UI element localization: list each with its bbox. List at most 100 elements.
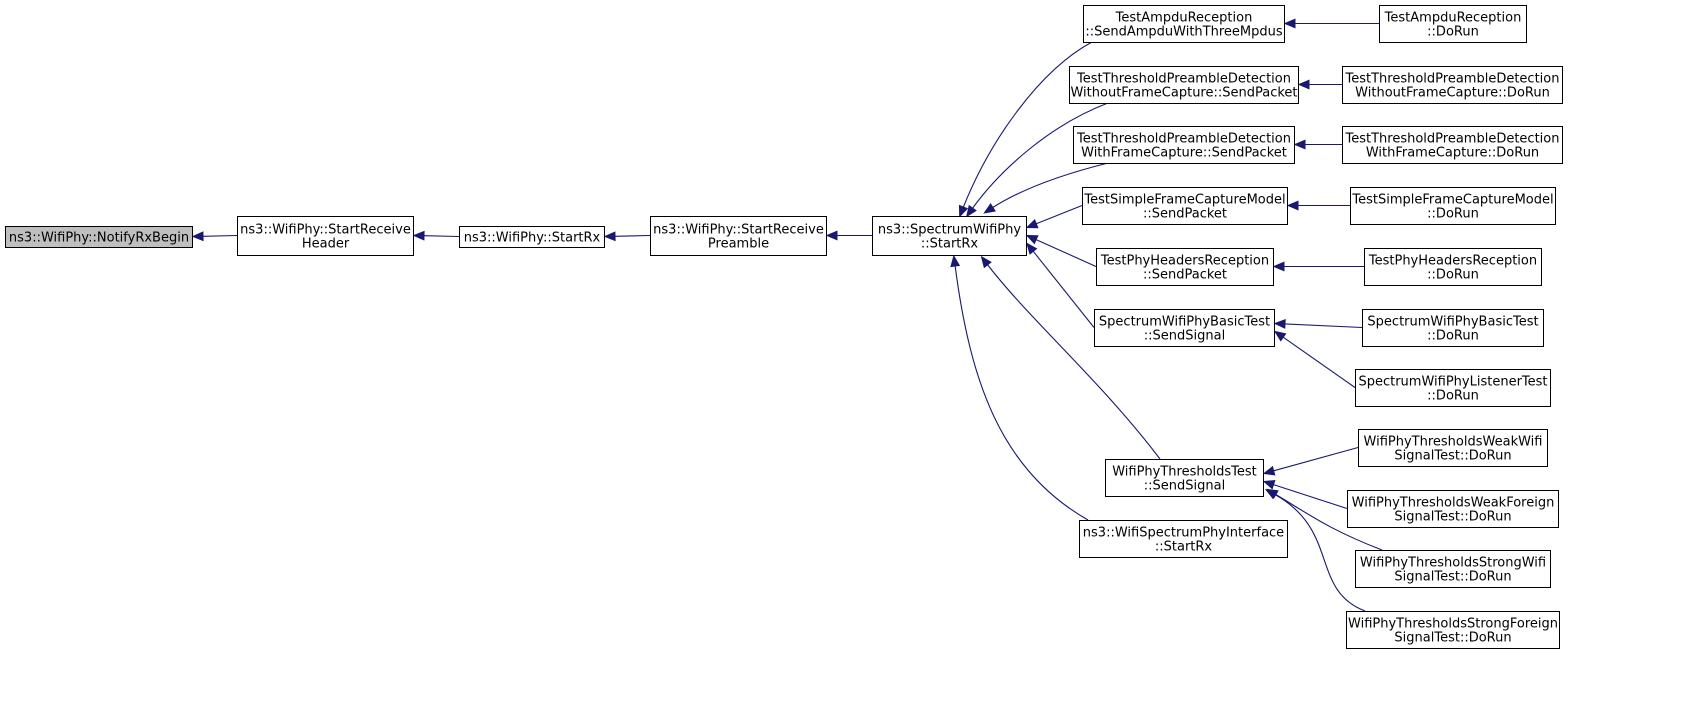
edge-line	[423, 235, 460, 238]
graph-node[interactable]: TestThresholdPreambleDetectionWithFrameC…	[1073, 126, 1295, 164]
node-box	[1342, 126, 1563, 164]
node-label-line: ::StartRx	[921, 237, 979, 252]
graph-node[interactable]: TestThresholdPreambleDetectionWithoutFra…	[1342, 66, 1563, 104]
graph-node[interactable]: TestSimpleFrameCaptureModel::SendPacket	[1082, 187, 1288, 225]
node-label-line: ::DoRun	[1427, 389, 1479, 404]
graph-node[interactable]: ns3::WifiSpectrumPhyInterface::StartRx	[1079, 520, 1288, 558]
graph-node[interactable]: TestPhyHeadersReception::DoRun	[1364, 248, 1542, 286]
graph-node[interactable]: SpectrumWifiPhyBasicTest::SendSignal	[1094, 309, 1275, 347]
node-label-line: ::SendSignal	[1144, 329, 1225, 344]
edge-line	[1273, 493, 1366, 612]
node-label-line: WithFrameCapture::SendPacket	[1081, 146, 1287, 161]
arrowhead-icon	[191, 231, 204, 242]
edge-line	[991, 162, 1109, 209]
edge-n11-to-n4	[980, 255, 1161, 460]
arrowhead-icon	[1026, 242, 1038, 255]
arrowhead-icon	[983, 203, 996, 214]
arrowhead-icon	[980, 255, 992, 269]
node-label-line: ::DoRun	[1427, 268, 1479, 283]
node-label-line: SignalTest::DoRun	[1394, 449, 1511, 464]
graph-node[interactable]: TestThresholdPreambleDetectionWithoutFra…	[1069, 66, 1299, 104]
edge-line	[1284, 323, 1363, 329]
edge-n18-to-n10	[1273, 319, 1363, 329]
edge-n8-to-n4	[1025, 204, 1083, 229]
graph-node[interactable]: WifiPhyThresholdsWeakForeignSignalTest::…	[1347, 490, 1559, 528]
arrowhead-icon	[603, 231, 616, 242]
edge-n5-to-n4	[958, 41, 1093, 218]
edge-n6-to-n4	[965, 102, 1109, 218]
arrowhead-icon	[958, 204, 969, 218]
edge-n13-to-n5	[1283, 18, 1379, 29]
edge-n9-to-n4	[1025, 234, 1097, 268]
root-node[interactable]: ns3::WifiPhy::NotifyRxBegin	[5, 226, 193, 248]
arrowhead-icon	[1293, 139, 1306, 150]
node-label-line: WifiPhyThresholdsWeakWifi	[1364, 435, 1543, 450]
arrowhead-icon	[950, 254, 961, 268]
node-label-line: WifiPhyThresholdsStrongForeign	[1348, 617, 1558, 632]
node-label-line: ns3::WifiSpectrumPhyInterface	[1083, 526, 1284, 541]
graph-node[interactable]: TestSimpleFrameCaptureModel::DoRun	[1350, 187, 1556, 225]
node-label-line: ::DoRun	[1427, 207, 1479, 222]
node-label-line: TestThresholdPreambleDetection	[1076, 132, 1291, 147]
node-label-line: SignalTest::DoRun	[1394, 631, 1511, 646]
arrowhead-icon	[1286, 200, 1299, 211]
node-label-line: SpectrumWifiPhyBasicTest	[1099, 315, 1270, 330]
edge-n14-to-n6	[1297, 79, 1342, 90]
graph-node[interactable]: ns3::SpectrumWifiPhy::StartRx	[872, 216, 1027, 256]
edge-n12-to-n4	[950, 254, 1089, 521]
node-label-line: ::SendSignal	[1144, 479, 1225, 494]
node-label-line: WifiPhyThresholdsStrongWifi	[1360, 556, 1546, 571]
node-box	[1350, 187, 1556, 225]
node-label-line: Header	[302, 237, 350, 252]
graph-node[interactable]: TestAmpduReception::DoRun	[1379, 5, 1527, 43]
edge-n4-to-n3	[825, 230, 872, 241]
edge-line	[1274, 493, 1383, 551]
edge-line	[962, 41, 1093, 209]
node-label-line: SpectrumWifiPhyListenerTest	[1358, 375, 1547, 390]
graph-node[interactable]: TestAmpduReception::SendAmpduWithThreeMp…	[1083, 5, 1285, 43]
graph-node[interactable]: TestThresholdPreambleDetectionWithFrameC…	[1342, 126, 1563, 164]
node-label-line: TestAmpduReception	[1115, 11, 1253, 26]
graph-node[interactable]: WifiPhyThresholdsStrongForeignSignalTest…	[1346, 611, 1560, 649]
graph-node[interactable]: WifiPhyThresholdsWeakWifiSignalTest::DoR…	[1358, 429, 1548, 467]
node-label-line: ns3::WifiPhy::StartRx	[464, 231, 601, 246]
node-box	[1083, 5, 1285, 43]
node-box	[1342, 66, 1563, 104]
node-box	[1355, 369, 1551, 407]
graph-node[interactable]: TestPhyHeadersReception::SendPacket	[1096, 248, 1274, 286]
node-box	[1069, 66, 1299, 104]
edge-n2-to-n1	[412, 230, 460, 241]
graph-node[interactable]: WifiPhyThresholdsTest::SendSignal	[1105, 459, 1264, 497]
graph-node[interactable]: ns3::WifiPhy::StartRx	[459, 226, 605, 248]
node-label-line: ::SendPacket	[1143, 207, 1227, 222]
node-label-line: TestAmpduReception	[1384, 11, 1522, 26]
node-box	[237, 216, 414, 256]
node-box	[872, 216, 1027, 256]
graph-node[interactable]: SpectrumWifiPhyBasicTest::DoRun	[1362, 309, 1544, 347]
graph-node[interactable]: SpectrumWifiPhyListenerTest::DoRun	[1355, 369, 1551, 407]
graph-node[interactable]: WifiPhyThresholdsStrongWifiSignalTest::D…	[1355, 550, 1551, 588]
node-label-line: SignalTest::DoRun	[1394, 510, 1511, 525]
node-box	[1362, 309, 1544, 347]
node-label-line: ns3::SpectrumWifiPhy	[878, 223, 1021, 238]
edge-line	[954, 264, 1089, 521]
node-label-line: WithFrameCapture::DoRun	[1366, 146, 1539, 161]
arrowhead-icon	[1283, 18, 1296, 29]
edges-layer	[191, 18, 1383, 612]
node-label-line: TestThresholdPreambleDetection	[1076, 72, 1291, 87]
node-label-line: ::StartRx	[1155, 540, 1213, 555]
edge-line	[1282, 336, 1356, 388]
edge-n16-to-n8	[1286, 200, 1350, 211]
edge-line	[1273, 446, 1359, 472]
edge-n1-to-n0	[191, 231, 238, 242]
arrowhead-icon	[1273, 319, 1286, 329]
node-box	[1082, 187, 1288, 225]
edge-n20-to-n11	[1262, 446, 1359, 476]
node-box	[1094, 309, 1275, 347]
node-label-line: ns3::WifiPhy::StartReceive	[240, 223, 411, 238]
arrowhead-icon	[412, 230, 425, 241]
edge-n15-to-n7	[1293, 139, 1342, 150]
node-box	[1105, 459, 1264, 497]
